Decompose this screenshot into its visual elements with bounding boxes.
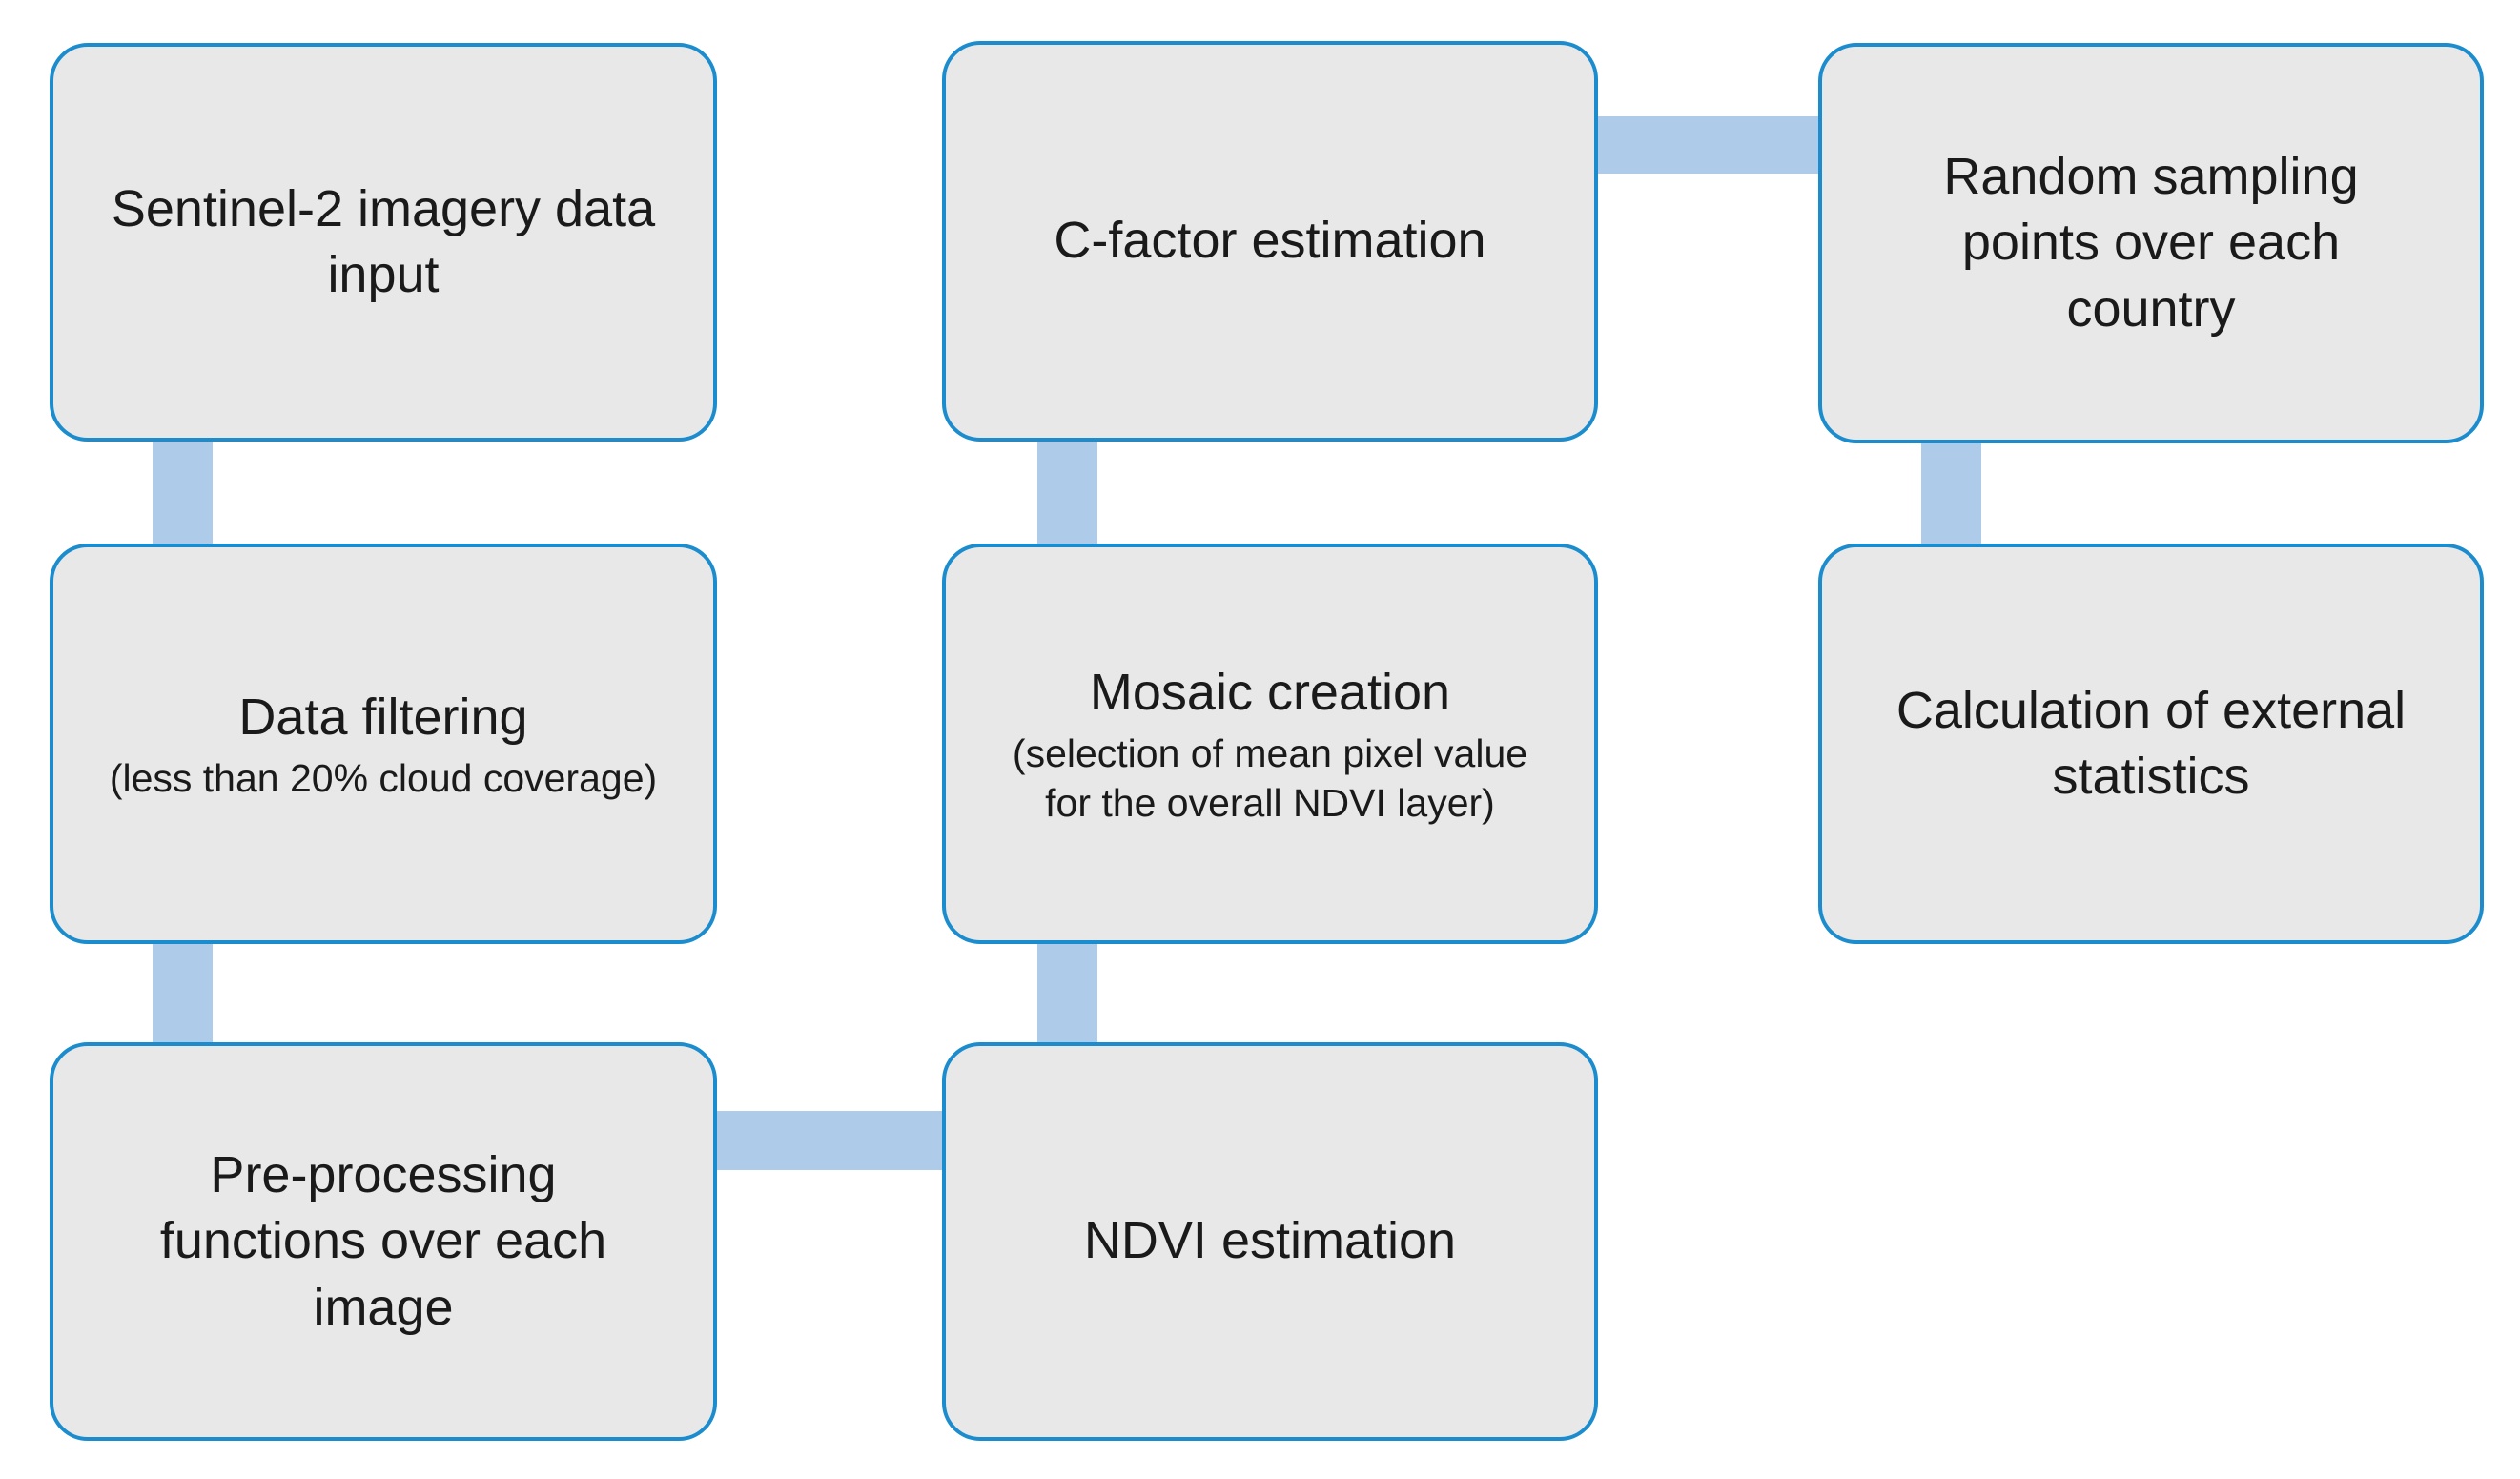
- node-label: Pre-processing functions over each image: [159, 1146, 607, 1336]
- node-label: Sentinel-2 imagery data input: [111, 179, 656, 303]
- node-label: Calculation of external statistics: [1895, 681, 2407, 805]
- connector-sentinel-to-filtering: [153, 434, 213, 553]
- node-label: NDVI estimation: [1083, 1212, 1457, 1270]
- connector-cfactor-to-sampling: [1590, 116, 1827, 174]
- connector-sampling-to-statistics: [1921, 437, 1981, 553]
- node-ndvi-estimation: NDVI estimation: [942, 1042, 1598, 1441]
- connector-filtering-to-preprocessing: [153, 939, 213, 1052]
- node-label: Mosaic creation: [1089, 664, 1451, 722]
- node-data-filtering: Data filtering (less than 20% cloud cove…: [50, 544, 717, 944]
- node-cfactor-estimation: C-factor estimation: [942, 41, 1598, 442]
- node-sublabel: (less than 20% cloud coverage): [109, 755, 658, 800]
- node-random-sampling-points: Random sampling points over each country: [1818, 43, 2484, 443]
- connector-preprocessing-to-ndvi: [710, 1111, 949, 1170]
- node-sentinel-imagery-input: Sentinel-2 imagery data input: [50, 43, 717, 442]
- node-label: C-factor estimation: [1054, 212, 1486, 270]
- node-label: Data filtering: [238, 688, 528, 746]
- node-mosaic-creation: Mosaic creation (selection of mean pixel…: [942, 544, 1598, 944]
- node-label: Random sampling points over each country: [1943, 148, 2359, 338]
- node-sublabel: (selection of mean pixel value for the o…: [1012, 731, 1528, 825]
- node-external-statistics: Calculation of external statistics: [1818, 544, 2484, 944]
- connector-ndvi-to-mosaic: [1037, 939, 1097, 1052]
- connector-mosaic-to-cfactor: [1037, 434, 1097, 553]
- node-preprocessing-functions: Pre-processing functions over each image: [50, 1042, 717, 1441]
